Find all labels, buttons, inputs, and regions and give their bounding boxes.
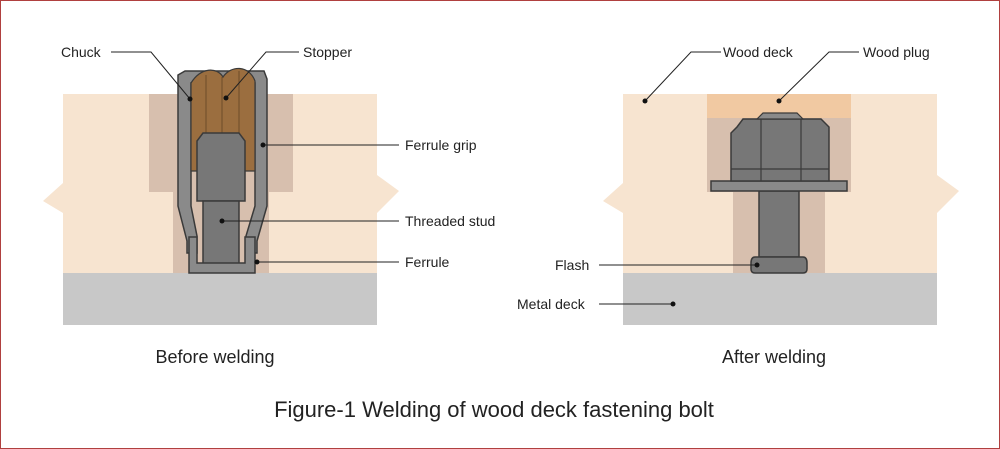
after-leaders [599, 51, 859, 307]
threaded-stud-shank [202, 200, 240, 268]
figure-title: Figure-1 Welding of wood deck fastening … [274, 397, 714, 422]
caption-after-welding: After welding [722, 347, 826, 367]
label-flash: Flash [555, 257, 589, 273]
stud-tip [755, 112, 805, 120]
ferrule-body [188, 236, 256, 274]
washer [710, 180, 848, 192]
chuck-body [177, 70, 268, 254]
caption-before-welding: Before welding [155, 347, 274, 367]
label-metal-deck: Metal deck [517, 296, 586, 312]
nut [730, 118, 830, 182]
weld-flash [750, 256, 808, 274]
metal-deck-after [623, 273, 937, 325]
before-leaders [111, 51, 399, 265]
label-wood-deck: Wood deck [723, 44, 794, 60]
label-stopper: Stopper [303, 44, 352, 60]
threaded-stud-head [196, 132, 246, 202]
label-threaded-stud: Threaded stud [405, 213, 495, 229]
before-welding-diagram: Chuck Stopper Ferrule grip Threaded stud… [43, 44, 495, 367]
label-chuck: Chuck [61, 44, 102, 60]
metal-deck-before [63, 273, 377, 325]
bolt-shank [758, 190, 800, 258]
label-ferrule-grip: Ferrule grip [405, 137, 477, 153]
label-wood-plug: Wood plug [863, 44, 930, 60]
label-ferrule: Ferrule [405, 254, 450, 270]
after-welding-diagram: Wood deck Wood plug Flash Metal deck Aft… [517, 44, 959, 367]
